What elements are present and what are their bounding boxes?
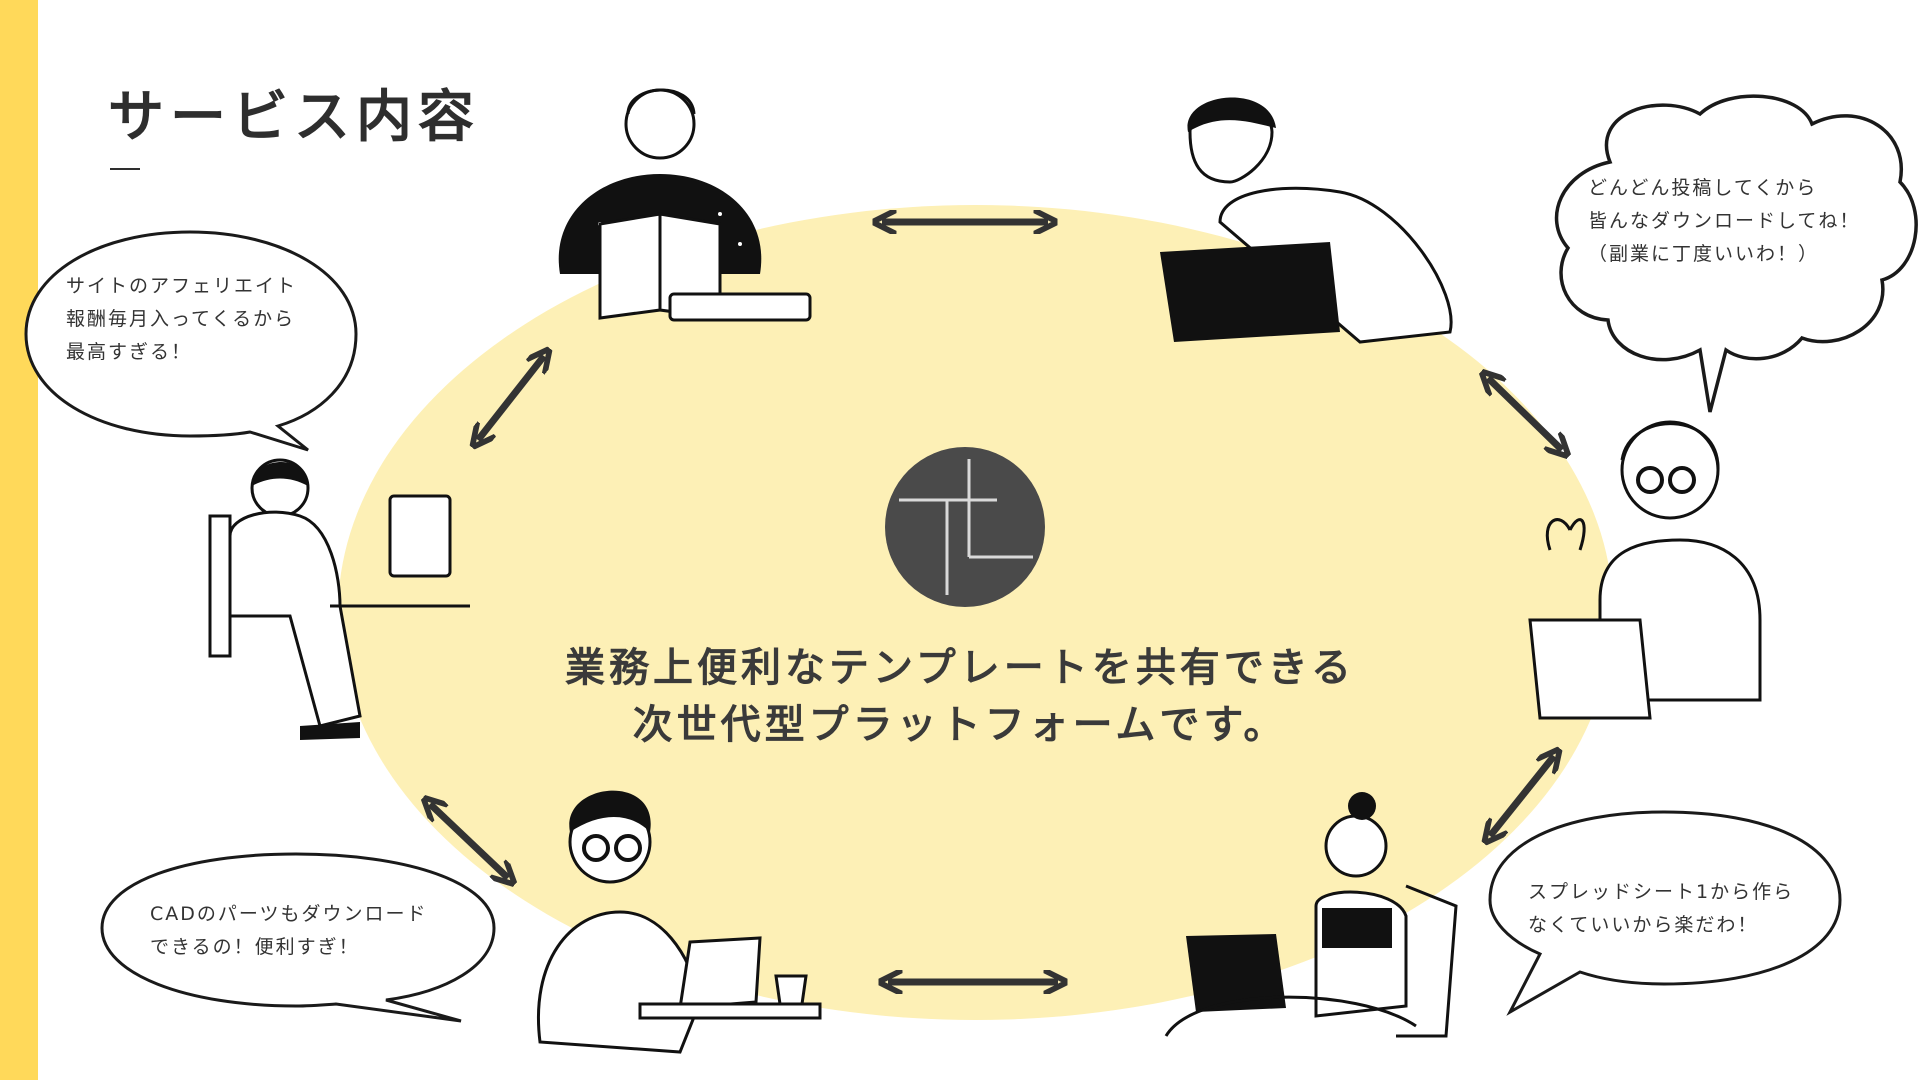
double-arrow-icon [1490,756,1554,836]
tl-logo-icon [885,447,1045,607]
laptop-man-icon [1160,92,1480,356]
bubble-line: CADのパーツもダウンロード [150,903,428,925]
speech-bubble-icon [24,230,358,452]
bubble-line: 最高すぎる！ [66,341,193,363]
speech-bubble-spreadsheet: スプレッドシート1から作ら なくていいから楽だわ！ [1484,804,1846,1016]
sitting-woman-icon [1156,786,1476,1050]
thought-cloud-icon [1554,94,1918,413]
double-arrow-icon [478,356,544,440]
bubble-line: 報酬毎月入ってくるから [66,308,296,330]
center-ellipse [338,205,1613,1020]
tagline-line-2: 次世代型プラットフォームです。 [632,702,1288,748]
page-title: サービス内容 [108,85,480,150]
bubble-line: なくていいから楽だわ！ [1528,914,1759,936]
bubble-line: スプレッドシート1から作ら [1528,881,1795,903]
bubble-line: 皆んなダウンロードしてね！ [1588,210,1861,232]
title-underline [110,168,140,170]
accent-side-bar [0,0,38,1080]
desk-man-icon [208,456,480,760]
glasses-man-icon [530,782,830,1056]
bubble-line: サイトのアフェリエイト [66,275,298,297]
reading-man-icon [520,74,820,338]
double-arrow-icon [1488,378,1562,450]
speech-bubble-affiliate: サイトのアフェリエイト 報酬毎月入ってくるから 最高すぎる！ [18,224,363,452]
tagline: 業務上便利なテンプレートを共有できる 次世代型プラットフォームです。 [530,640,1390,754]
speech-bubble-icon [100,852,496,1023]
bubble-line: どんどん投稿してくから [1588,177,1818,199]
speech-bubble-download: どんどん投稿してくから 皆んなダウンロードしてね！ （副業に丁度いいわ！） [1550,92,1920,413]
bubble-line: できるの！便利すぎ！ [150,936,360,958]
glasses-woman-icon [1520,400,1790,724]
speech-bubble-icon [1488,810,1842,1016]
double-arrow-icon [430,804,508,878]
speech-bubble-cad: CADのパーツもダウンロード できるの！便利すぎ！ [96,846,502,1023]
bubble-line: （副業に丁度いいわ！） [1588,243,1820,265]
tagline-line-1: 業務上便利なテンプレートを共有できる [565,645,1355,691]
